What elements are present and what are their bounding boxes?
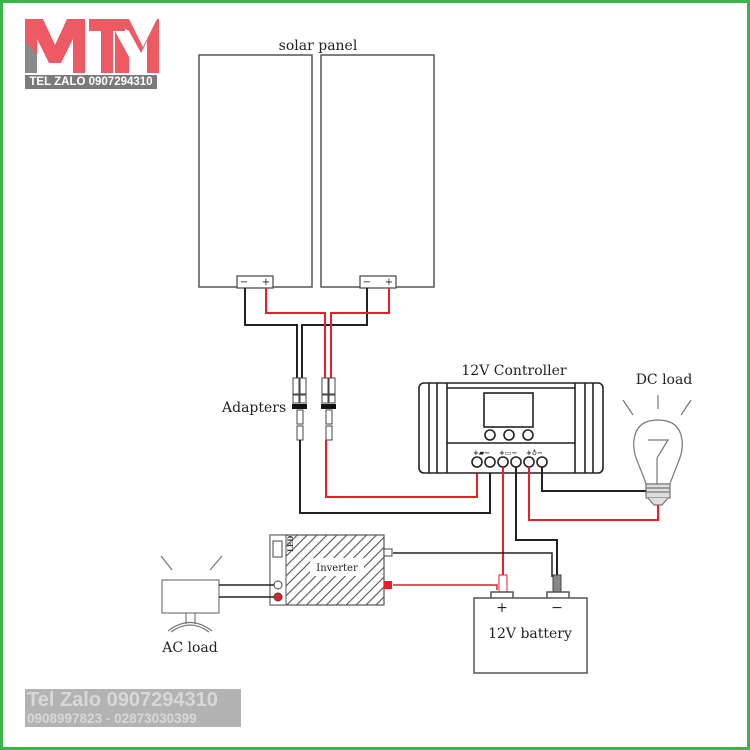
wire-pv-positive — [325, 440, 478, 498]
junction-box — [359, 275, 397, 289]
mtm-logo — [21, 17, 161, 89]
panel-plus-sign: + — [262, 277, 270, 288]
battery-12v — [473, 591, 588, 674]
watermark-line-1: Tel Zalo 0907294310 — [27, 689, 218, 711]
inverter-label: Inverter — [316, 563, 358, 574]
charge-controller — [418, 382, 604, 474]
solar-panel-label: solar panel — [279, 38, 358, 54]
solar-panel-left: − + — [198, 54, 313, 289]
wire-battery-negative — [515, 467, 558, 577]
logo-tagline: TEL ZALO 0907294310 — [25, 75, 157, 89]
wire-positive-left — [265, 288, 326, 378]
mtm-logo-icon — [25, 19, 159, 73]
ac-outlet — [273, 580, 283, 590]
wire-load-positive — [528, 467, 659, 521]
controller-button — [503, 429, 515, 441]
terminal-pv-positive — [471, 456, 483, 468]
ac-load-wires — [219, 584, 274, 598]
panel-minus-sign: − — [240, 277, 248, 288]
battery-plus-sign: + — [496, 600, 508, 616]
monitor-icon — [160, 555, 223, 633]
terminal-symbols: +▰− +▭− +♁− — [473, 449, 543, 457]
panel-minus-sign: − — [363, 277, 371, 288]
ac-load-label: AC load — [161, 640, 218, 656]
light-bulb-icon — [622, 395, 692, 506]
wire-inverter-positive — [393, 584, 498, 590]
watermark-line-2: 0908997823 - 02873030399 — [27, 711, 197, 726]
wire-negative-right — [301, 288, 368, 378]
controller-button — [522, 429, 534, 441]
terminal-pv-negative — [484, 456, 496, 468]
controller-button — [484, 429, 496, 441]
solar-symbol-icon: +▰− — [473, 449, 490, 457]
wire-pv-negative — [299, 440, 491, 514]
wire-inverter-negative — [393, 552, 553, 577]
dc-load-label: DC load — [636, 372, 693, 388]
inverter-led-label: LED — [286, 536, 295, 552]
mc4-adapters — [292, 377, 336, 441]
inverter: LED Inverter — [269, 534, 393, 606]
battery-minus-sign: − — [551, 600, 563, 616]
contact-watermark: Tel Zalo 0907294310 0908997823 - 0287303… — [25, 689, 241, 727]
solar-panel-right: − + — [320, 54, 435, 289]
battery-label: 12V battery — [488, 626, 572, 642]
bulb-symbol-icon: +♁− — [526, 449, 543, 457]
ac-outlet — [273, 592, 283, 602]
battery-symbol-icon: +▭− — [499, 449, 517, 457]
battery-clamps — [498, 574, 562, 594]
panel-plus-sign: + — [385, 277, 393, 288]
controller-label: 12V Controller — [461, 363, 567, 379]
junction-box — [236, 275, 274, 289]
wire-negative-left — [244, 288, 298, 378]
wire-load-negative — [541, 467, 646, 492]
adapters-label: Adapters — [221, 400, 286, 416]
controller-display — [483, 392, 534, 428]
wire-positive-right — [330, 288, 390, 378]
led-indicator — [272, 540, 283, 558]
